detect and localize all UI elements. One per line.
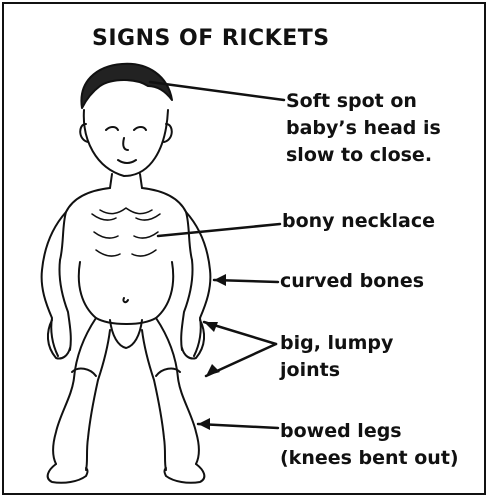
left-arm [42,212,71,356]
nose [123,138,128,150]
arrowhead-curved [214,274,226,286]
label-bony-necklace: bony necklace [282,208,435,235]
arrowhead-joints-upper [204,322,218,332]
pointer-necklace [158,224,280,236]
label-bowed-legs: bowed legs (knees bent out) [280,418,459,472]
label-curved-bones: curved bones [280,268,424,295]
hair [81,64,172,108]
left-foot [48,464,88,483]
torso [60,188,192,260]
eye-right [134,127,146,130]
arrowhead-joints-lower [206,364,220,376]
right-leg [142,318,199,470]
arrowhead-bowed [198,418,210,430]
navel [123,298,128,302]
label-soft-spot: Soft spot on baby’s head is slow to clos… [286,88,441,169]
left-leg [53,318,110,470]
eye-left [106,127,118,130]
belly [79,262,173,324]
mouth [118,160,136,163]
label-lumpy-joints: big, lumpy joints [280,330,393,384]
right-foot [165,464,205,483]
ribs [92,214,160,256]
head [84,110,168,176]
bony-necklace [100,208,152,214]
